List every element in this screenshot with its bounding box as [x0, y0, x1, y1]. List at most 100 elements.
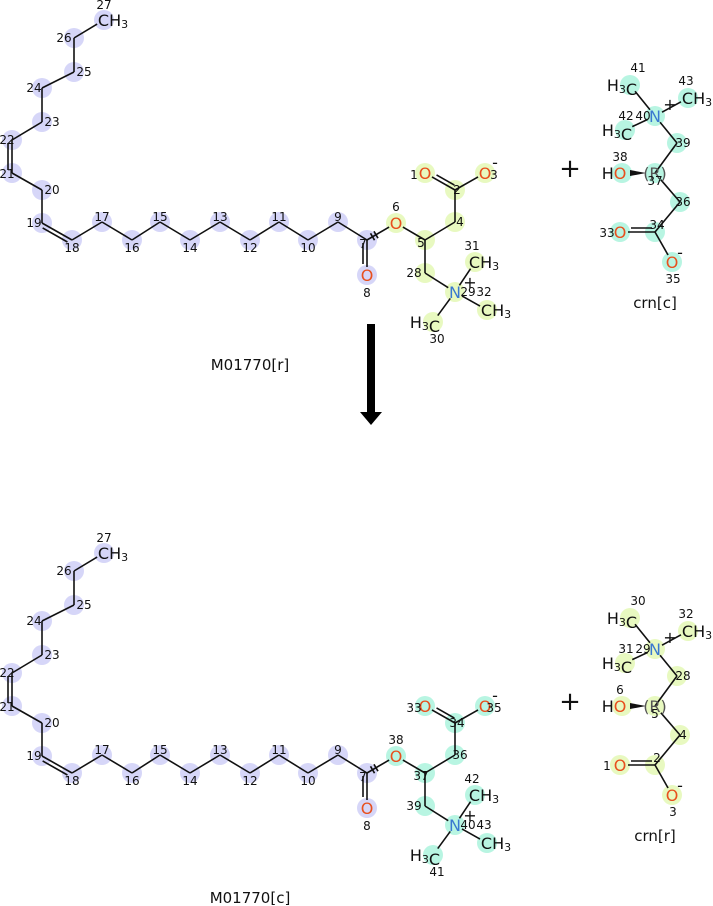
atom-number: 17 — [94, 743, 109, 757]
bond — [249, 754, 280, 774]
atom-symbol: O — [614, 756, 627, 775]
atom-symbol: O — [361, 266, 374, 285]
charge-label: + — [463, 273, 476, 292]
atom-number: 2 — [653, 751, 661, 765]
atom-number: 25 — [76, 598, 91, 612]
atom-number: 21 — [0, 167, 15, 181]
atom-number: 31 — [464, 239, 479, 253]
atom-symbol: N — [649, 107, 661, 126]
atom-symbol: H3C — [607, 76, 637, 99]
bond — [366, 226, 390, 241]
charge-label: - — [492, 153, 498, 172]
atom-number: 13 — [212, 210, 227, 224]
atom-number: 26 — [56, 31, 71, 45]
atom-number: 35 — [665, 272, 680, 286]
atom-highlight — [662, 785, 682, 805]
atom-number: 37 — [647, 174, 662, 188]
atom-highlight — [620, 608, 640, 628]
atom-number: 41 — [429, 865, 444, 879]
atom-number: 2 — [453, 183, 461, 197]
atom-number: 35 — [486, 701, 501, 715]
atom-symbol: HO — [602, 697, 627, 716]
atom-number: 3 — [490, 168, 498, 182]
atom-number: 1 — [410, 168, 418, 182]
bond — [424, 221, 456, 241]
bond — [131, 221, 161, 241]
atom-number: 36 — [675, 195, 690, 209]
atom-number: 7 — [359, 237, 367, 251]
molecule-top-carnitine: H3C41N40CH343H3C4239(R)37HO383634O33O35+… — [599, 61, 712, 286]
atom-highlight — [645, 106, 665, 126]
atom-number: 11 — [271, 210, 286, 224]
atom-number: 10 — [300, 241, 315, 255]
bond — [654, 764, 669, 789]
bond-mark — [369, 765, 376, 774]
atom-symbol: H3C — [602, 121, 632, 144]
atom-symbol: (R) — [643, 697, 667, 716]
atom-number: 36 — [452, 748, 467, 762]
atom-highlight — [678, 88, 698, 108]
atom-number: 8 — [363, 286, 371, 300]
bond — [431, 709, 456, 724]
charge-label: - — [677, 776, 683, 795]
atom-number: 39 — [675, 136, 690, 150]
atom-number: 6 — [616, 683, 624, 697]
atom-symbol: HO — [602, 164, 627, 183]
bond — [11, 654, 43, 674]
atom-highlight — [445, 282, 465, 302]
atom-symbol: O — [666, 786, 679, 805]
atom-number: 22 — [0, 133, 15, 147]
atom-number: 1 — [603, 759, 611, 773]
atom-highlight — [423, 845, 443, 865]
bond — [654, 142, 678, 174]
atom-highlight — [678, 621, 698, 641]
atom-number: 15 — [152, 210, 167, 224]
atom-highlight — [445, 815, 465, 835]
atom-highlight — [465, 785, 485, 805]
atom-number: 38 — [612, 150, 627, 164]
atom-number: 15 — [152, 743, 167, 757]
bond — [454, 709, 479, 724]
atom-number: 26 — [56, 564, 71, 578]
atom-symbol: O — [419, 164, 432, 183]
atom-number: 29 — [635, 642, 650, 656]
atom-number: 9 — [334, 743, 342, 757]
atom-symbol: O — [479, 697, 492, 716]
atom-number: 32 — [476, 285, 491, 299]
atom-number: 43 — [476, 818, 491, 832]
atom-symbol: N — [449, 283, 461, 302]
atom-number: 23 — [44, 115, 59, 129]
bond — [249, 221, 280, 241]
atom-number: 28 — [406, 266, 421, 280]
bond — [41, 222, 73, 241]
atom-number: 8 — [363, 819, 371, 833]
atom-number: 23 — [44, 648, 59, 662]
wedge-bond — [630, 703, 646, 709]
bond — [654, 734, 681, 766]
molecule-name: crn[r] — [634, 827, 676, 845]
atom-symbol: H3C — [410, 313, 440, 336]
atom-highlight — [94, 543, 114, 563]
atom-number: 14 — [182, 774, 197, 788]
atom-number: 22 — [0, 666, 15, 680]
bond — [661, 634, 682, 646]
atom-number: 5 — [417, 236, 425, 250]
atom-highlight — [415, 696, 435, 716]
atom-symbol: O — [666, 253, 679, 272]
atom-number: 11 — [271, 743, 286, 757]
bond — [278, 221, 309, 241]
atom-highlight — [357, 798, 377, 818]
bond — [307, 754, 339, 774]
bond — [366, 759, 390, 774]
bond — [424, 272, 449, 289]
atom-number: 37 — [413, 769, 428, 783]
charge-label: + — [663, 95, 676, 114]
atom-symbol: O — [390, 214, 403, 233]
atom-number: 21 — [0, 700, 15, 714]
atom-number: 27 — [96, 0, 111, 12]
atom-symbol: O — [614, 223, 627, 242]
atom-number: 32 — [678, 607, 693, 621]
bond — [219, 754, 251, 774]
atom-symbol: H3C — [602, 654, 632, 677]
